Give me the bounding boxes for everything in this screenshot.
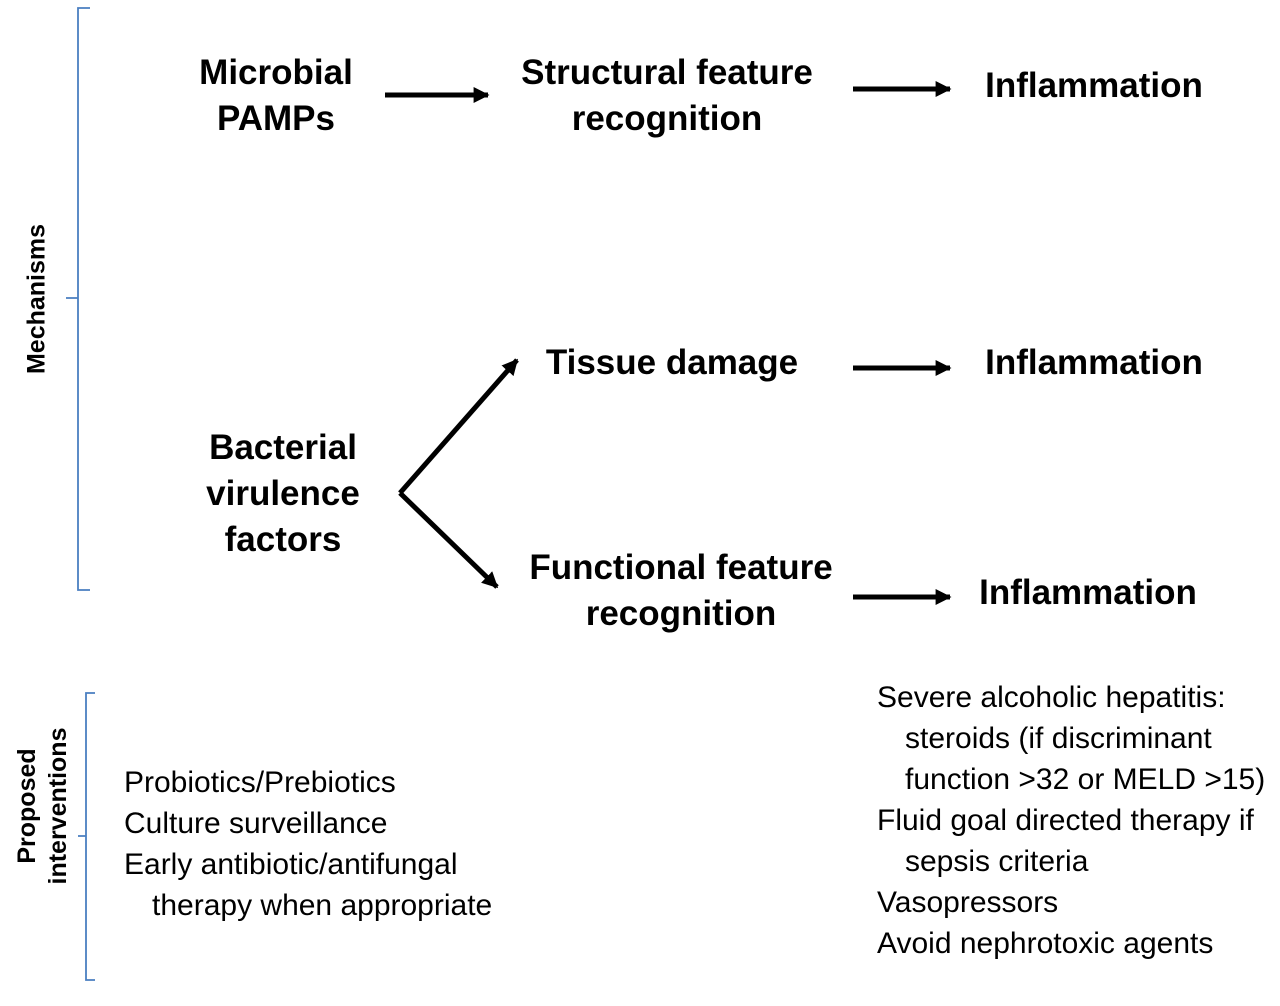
list-item: Early antibiotic/antifungal therapy when… <box>124 848 493 922</box>
bacterial-virulence-factors-node: Bacterial virulence factors <box>206 428 360 559</box>
inflammation-node-1: Inflammation <box>985 66 1203 105</box>
tissue-damage-node: Tissue damage <box>545 343 799 382</box>
structural-feature-recognition-node: Structural feature recognition <box>521 53 813 138</box>
list-item: Fluid goal directed therapy if sepsis cr… <box>877 804 1254 878</box>
proposed-interventions-label: Proposed interventions <box>13 727 72 885</box>
inflammation-node-2: Inflammation <box>985 343 1203 382</box>
list-item: Severe alcoholic hepatitis: steroids (if… <box>877 681 1266 796</box>
interventions-right-list: Severe alcoholic hepatitis: steroids (if… <box>877 677 1277 964</box>
arrow-virulence-to-functional <box>398 491 499 589</box>
inflammation-node-3: Inflammation <box>979 573 1197 612</box>
interventions-left-list: Probiotics/Prebiotics Culture surveillan… <box>124 762 554 926</box>
list-item: Culture surveillance <box>124 807 388 840</box>
functional-feature-recognition-node: Functional feature recognition <box>529 548 833 633</box>
list-item: Probiotics/Prebiotics <box>124 766 396 799</box>
mechanisms-label: Mechanisms <box>22 223 51 375</box>
interventions-bracket <box>78 692 95 981</box>
arrow-virulence-to-tissue-damage <box>398 358 519 495</box>
microbial-pamps-node: Microbial PAMPs <box>199 53 353 138</box>
list-item: Vasopressors <box>877 886 1059 919</box>
mechanisms-bracket <box>66 7 90 591</box>
list-item: Avoid nephrotoxic agents <box>877 927 1214 960</box>
